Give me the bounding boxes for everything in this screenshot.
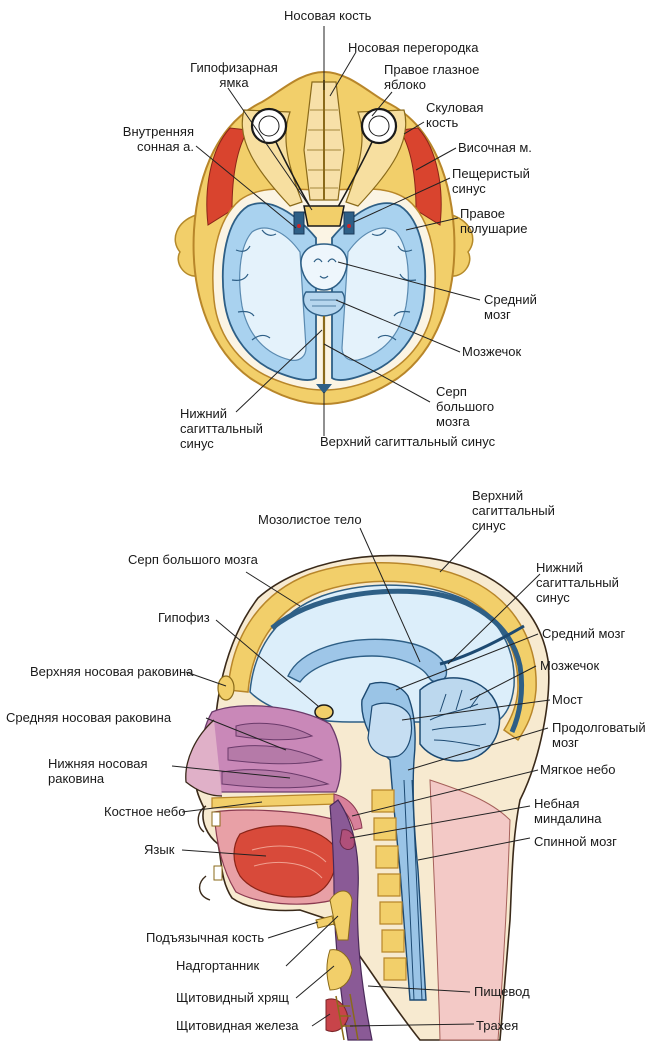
axial-left-temporal-muscle — [206, 127, 249, 226]
sagittal-skull — [227, 562, 537, 742]
label-sagittal-tongue: Язык — [144, 842, 175, 857]
label-sagittal-pituitary: Гипофиз — [158, 610, 210, 625]
sagittal-pons — [367, 702, 413, 758]
sagittal-inferior-sagittal-sinus — [439, 624, 525, 666]
label-sagittal-hyoid-bone: Подъязычная кость — [146, 930, 265, 945]
sagittal-neck-muscles — [429, 779, 511, 1041]
label-sagittal-spinal-cord: Спинной мозг — [534, 834, 617, 849]
axial-midbrain — [300, 243, 348, 291]
label-sagittal-hard-palate: Костное небо — [104, 804, 186, 819]
label-axial-cerebellum: Мозжечок — [462, 344, 522, 359]
sagittal-thyroid-gland — [325, 998, 349, 1032]
label-axial-superior-sagittal-sinus: Верхний сагиттальный синус — [320, 434, 496, 449]
label-axial-temporal-muscle: Височная м. — [458, 140, 532, 155]
sagittal-superior-sagittal-sinus — [270, 588, 525, 734]
leader-lines — [171, 26, 551, 1027]
label-sagittal-falx-cerebri: Серп большого мозга — [128, 552, 258, 567]
axial-section — [174, 70, 474, 406]
label-sagittal-thyroid-gland: Щитовидная железа — [176, 1018, 299, 1033]
axial-right-temporal-muscle — [399, 127, 442, 226]
sagittal-trachea — [335, 993, 359, 1041]
label-sagittal-trachea: Трахея — [476, 1018, 519, 1033]
label-sagittal-middle-concha: Средняя носовая раковина — [6, 710, 172, 725]
label-sagittal-midbrain: Средний мозг — [542, 626, 626, 641]
axial-gyri-right — [371, 229, 417, 341]
axial-superior-sagittal-sinus — [316, 384, 332, 394]
axial-gyri-left — [231, 229, 277, 341]
sagittal-nose — [185, 719, 223, 797]
label-sagittal-esophagus: Пищевод — [474, 984, 530, 999]
sagittal-spinal-cord — [403, 779, 423, 1001]
sagittal-conchae — [221, 722, 330, 789]
sagittal-palatine-tonsil — [339, 829, 355, 850]
axial-left-white-matter — [239, 227, 307, 361]
axial-left-ear — [174, 213, 199, 277]
sagittal-hyoid — [315, 915, 335, 929]
label-sagittal-cerebellum: Мозжечок — [540, 658, 600, 673]
axial-right-white-matter — [341, 227, 409, 361]
label-sagittal-soft-palate: Мягкое небо — [540, 762, 616, 777]
axial-left-eyeball — [250, 107, 288, 145]
sagittal-thyroid-cartilage — [326, 949, 353, 991]
axial-right-ear — [449, 213, 474, 277]
sagittal-vertebrae — [371, 789, 407, 981]
axial-ethmoid-cells — [307, 109, 341, 189]
label-sagittal-epiglottis: Надгортанник — [176, 958, 260, 973]
label-axial-nasal-bone: Носовая кость — [284, 8, 372, 23]
sagittal-pituitary — [314, 704, 334, 720]
axial-cerebellum — [302, 291, 346, 317]
label-sagittal-thyroid-cartilage: Щитовидный хрящ — [176, 990, 289, 1005]
sagittal-tongue — [233, 825, 337, 898]
label-sagittal-pons: Мост — [552, 692, 583, 707]
label-sagittal-corpus-callosum: Мозолистое тело — [258, 512, 362, 527]
sagittal-arbor-vitae — [429, 689, 487, 747]
axial-pituitary-fossa — [303, 205, 345, 227]
label-sagittal-superior-concha: Верхняя носовая раковина — [30, 664, 194, 679]
sagittal-teeth — [211, 811, 223, 881]
sagittal-epiglottis — [329, 890, 353, 941]
label-axial-nasal-septum: Носовая перегородка — [348, 40, 479, 55]
axial-right-eyeball — [360, 107, 398, 145]
sagittal-frontal-sinus — [217, 675, 235, 701]
sagittal-lips — [197, 805, 211, 901]
